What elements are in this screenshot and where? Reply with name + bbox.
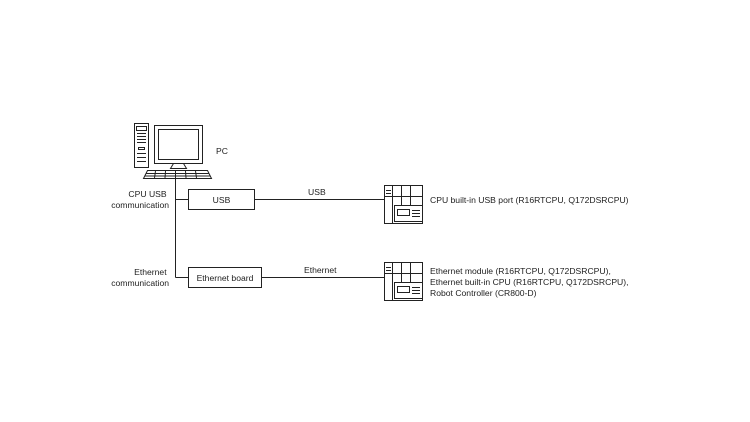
ethernet-device-label: Ethernet module (R16RTCPU, Q172DSRCPU), … [430,266,631,298]
ethernet-cable-label: Ethernet [304,265,337,275]
cpu-usb-side-label: CPU USB communication [111,189,169,210]
ethernet-side-label: Ethernet communication [111,267,169,288]
usb-cable-label: USB [308,187,326,197]
usb-interface-box [188,189,255,210]
pc-icon [134,123,213,179]
controller-icon [384,185,423,224]
pc-label: PC [216,146,228,156]
ethernet-interface-label: Ethernet board [197,273,254,283]
ethernet-interface-box [188,267,262,288]
connection-lines [175,178,386,278]
controller-icon [384,262,423,301]
usb-interface-label: USB [213,195,231,205]
usb-device-label: CPU built-in USB port (R16RTCPU, Q172DSR… [430,195,629,205]
